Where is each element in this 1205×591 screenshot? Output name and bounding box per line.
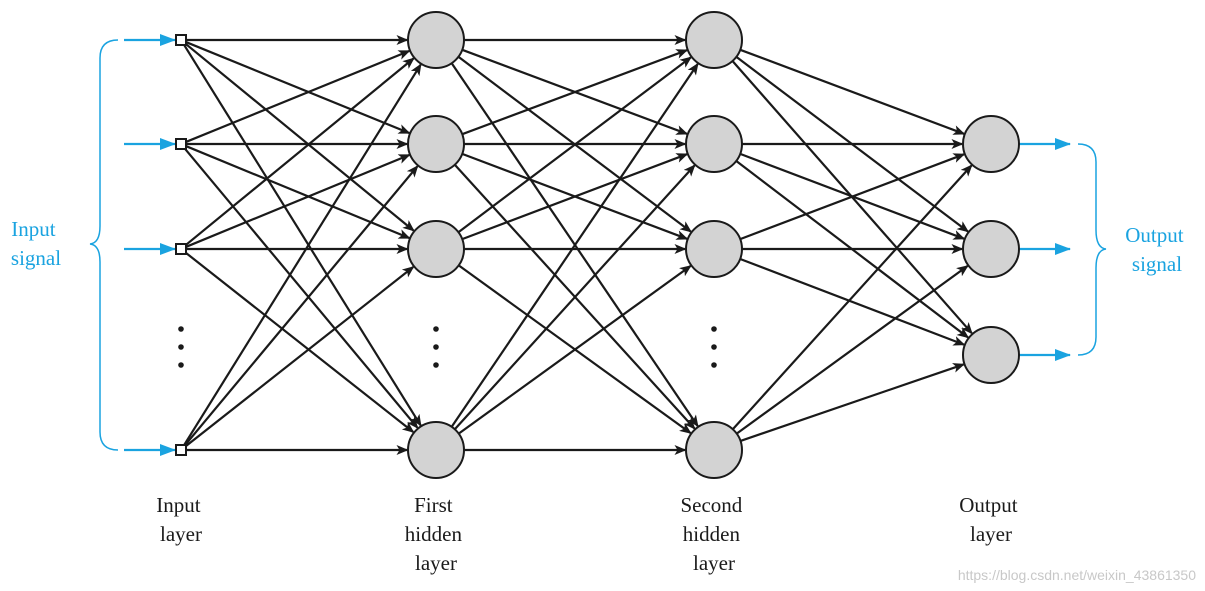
connection-edge [450,62,699,428]
connection-edge [461,153,689,241]
connection-edge [739,153,966,241]
first-hidden-layer-line2: hidden [405,522,463,546]
connection-edges [183,35,973,455]
ellipsis-dot [178,362,184,368]
input-signal-brace [89,39,119,451]
connection-edge [453,164,696,431]
input-node [175,138,187,150]
connection-edge [184,42,415,232]
second-hidden-layer-line3: layer [693,551,735,575]
connection-edge [183,165,419,447]
output-layer-line1: Output [959,493,1018,517]
input-node [175,444,187,456]
connection-edge [186,145,411,240]
output-node [962,115,1020,173]
first-hidden-node [407,115,465,173]
output-signal-line1: Output [1125,223,1184,247]
ellipsis-dot [433,326,439,332]
output-signal-label: Output signal [1125,223,1189,276]
first-hidden-node [407,220,465,278]
ellipsis-dot [178,344,184,350]
output-node [962,220,1020,278]
watermark: https://blog.csdn.net/weixin_43861350 [958,567,1196,583]
connection-edge [183,44,422,427]
second-hidden-node [685,115,743,173]
connection-edge [185,251,415,433]
second-hidden-layer-line1: Second [680,493,742,517]
connection-edge [186,153,411,248]
output-signal-brace [1077,143,1107,356]
second-hidden-node [685,220,743,278]
input-signal-label: Input signal [11,217,61,270]
input-node [175,243,187,255]
connection-edge [461,49,689,136]
ellipsis-dot [178,326,184,332]
input-signal-line2: signal [11,246,61,270]
connection-edge [740,363,966,442]
connection-edge [183,147,419,429]
signal-arrows [124,34,1071,456]
second-hidden-node [685,11,743,69]
second-hidden-layer-label: Second hidden layer [680,493,747,575]
signal-braces [89,39,1107,451]
connection-edge [736,265,969,435]
first-hidden-layer-line1: First [414,493,453,517]
connection-edge [458,265,692,435]
ellipsis-dot [711,362,717,368]
connection-edge [739,48,966,135]
first-hidden-node [407,421,465,479]
output-signal-line2: signal [1132,252,1182,276]
ellipsis-dot [711,344,717,350]
neuron-nodes [175,11,1020,479]
output-layer-label: Output layer [959,493,1023,546]
ellipsis-dot [433,362,439,368]
second-hidden-layer-line2: hidden [683,522,741,546]
connection-edge [186,49,411,143]
second-hidden-node [685,421,743,479]
input-node [175,34,187,46]
ellipsis-dot [433,344,439,350]
first-hidden-node [407,11,465,69]
connection-edge [183,63,422,446]
first-hidden-layer-label: First hidden layer [405,493,467,575]
connection-edge [731,164,973,430]
ellipsis-dot [711,326,717,332]
output-node [962,326,1020,384]
first-hidden-layer-line3: layer [415,551,457,575]
connection-edge [457,56,692,234]
connection-edge [186,41,411,135]
input-layer-label: Input layer [156,493,206,546]
input-layer-line1: Input [156,493,200,517]
input-signal-line1: Input [11,217,55,241]
ellipsis-dots [178,326,717,368]
input-layer-line2: layer [160,522,202,546]
connection-edge [185,266,415,448]
connection-edge [184,57,415,247]
output-layer-line2: layer [970,522,1012,546]
connection-edge [739,257,966,346]
